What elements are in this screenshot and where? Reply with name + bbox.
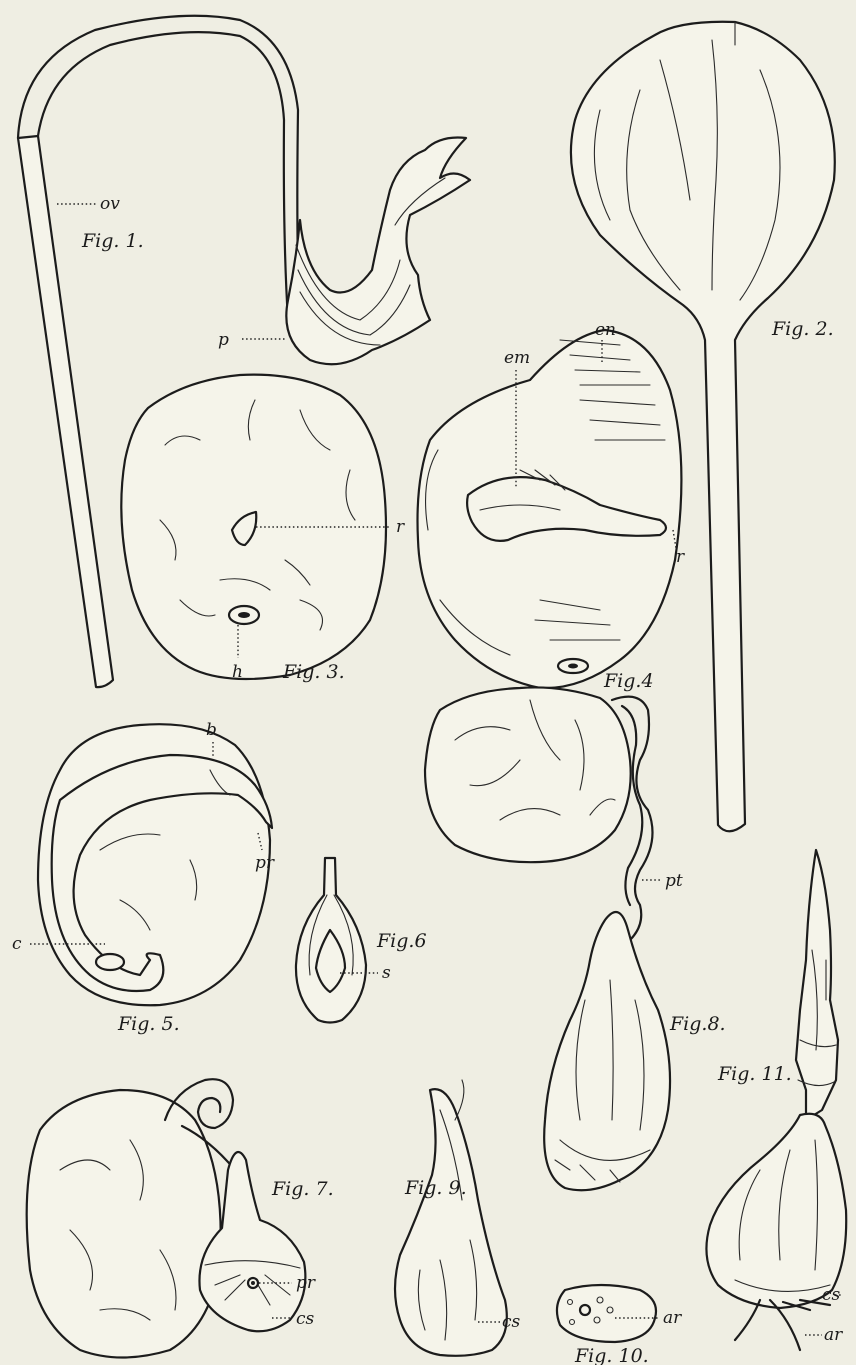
fig11-bulb (706, 1114, 846, 1308)
fig11-label: Fig. 11. (717, 1063, 792, 1085)
fig10-label: Fig. 10. (574, 1345, 649, 1365)
fig2-label: Fig. 2. (771, 318, 834, 340)
figure-5: b pr c Fig. 5. (12, 720, 275, 1035)
figure-8: pt Fig.8. (425, 687, 726, 1190)
fig5-label: Fig. 5. (117, 1013, 180, 1035)
figure-4: em en r Fig.4 (418, 320, 686, 692)
label-h: h (232, 662, 243, 682)
label-em: em (504, 348, 530, 368)
fig1-stalk-inner (38, 32, 288, 320)
figure-10: ar Fig. 10. (557, 1285, 682, 1365)
fig4-label: Fig.4 (603, 670, 654, 692)
fig8-seed (425, 687, 631, 862)
label-b: b (206, 720, 217, 740)
fig9-label: Fig. 9. (404, 1177, 467, 1199)
fig1-petal (286, 138, 470, 365)
figure-9: cs Fig. 9. (395, 1080, 521, 1356)
fig9-bulb (395, 1089, 507, 1356)
label-c: c (12, 934, 22, 954)
figure-6: s Fig.6 (296, 858, 427, 1023)
fig1-rod (18, 136, 113, 687)
label-ar-fig10: ar (663, 1308, 682, 1328)
label-ov: ov (100, 194, 120, 214)
fig6-label: Fig.6 (376, 930, 427, 952)
figure-3: r h Fig. 3. (121, 375, 405, 683)
fig8-label: Fig.8. (669, 1013, 726, 1035)
fig1-stalk (18, 16, 300, 330)
label-pr-fig7: pr (296, 1273, 316, 1293)
label-pt: pt (665, 871, 683, 891)
fig11-shoot (796, 850, 838, 1120)
fig1-label: Fig. 1. (81, 230, 144, 252)
label-r-fig4: r (676, 547, 685, 567)
label-cs-fig9: cs (502, 1312, 521, 1332)
label-p: p (218, 330, 229, 350)
label-cs-fig7: cs (296, 1309, 315, 1329)
fig10-disc (557, 1285, 656, 1342)
label-ar-fig11: ar (824, 1325, 843, 1345)
figure-7: pr cs Fig. 7. (27, 1079, 334, 1357)
label-pr-fig5: pr (255, 853, 275, 873)
fig3-label: Fig. 3. (282, 661, 345, 683)
label-s: s (382, 963, 391, 983)
figure-11: cs ar Fig. 11. (706, 850, 846, 1350)
label-cs-fig11: cs (822, 1285, 841, 1305)
fig7-label: Fig. 7. (271, 1178, 334, 1200)
label-en: en (595, 320, 616, 340)
fig8-bulb (544, 912, 670, 1190)
label-r-fig3: r (396, 517, 405, 537)
